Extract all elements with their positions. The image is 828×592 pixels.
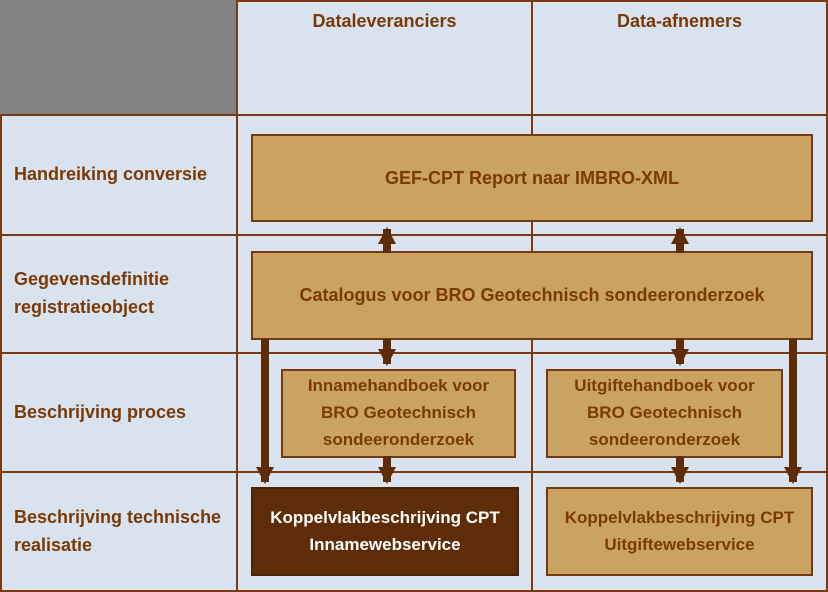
grid-hline-row1: [0, 234, 828, 236]
box-innamehandboek: Innamehandboek voor BRO Geotechnisch son…: [281, 369, 516, 458]
grid-border-right: [826, 0, 828, 592]
grid-hline-header: [0, 114, 828, 116]
column-header-data-afnemers: Data-afnemers: [616, 11, 743, 31]
grid-hline-row3: [0, 471, 828, 473]
box-koppelvlak-innamewebservice: Koppelvlakbeschrijving CPT Innamewebserv…: [251, 487, 519, 576]
row-label-handreiking-conversie: Handreiking conversie: [0, 116, 226, 234]
row-label-text: Gegevensdefinitie registratieobject: [14, 269, 170, 317]
box-uitgiftehandboek: Uitgiftehandboek voor BRO Geotechnisch s…: [546, 369, 783, 458]
box-gef-cpt-report: GEF-CPT Report naar IMBRO-XML: [251, 134, 813, 222]
grid-border-top: [236, 0, 828, 2]
box-catalogus: Catalogus voor BRO Geotechnisch sondeero…: [251, 251, 813, 340]
column-header-dataleveranciers: Dataleveranciers: [312, 11, 457, 31]
row-label-text: Beschrijving proces: [14, 401, 187, 422]
grid-border-bottom: [0, 590, 828, 592]
grid-vline-labels-col: [236, 0, 238, 592]
row-label-gegevensdefinitie-registratieobject: Gegevensdefinitie registratieobject: [0, 236, 226, 352]
corner-cell: [0, 0, 236, 114]
row-label-text: Handreiking conversie: [14, 164, 208, 185]
row-label-beschrijving-technische-realisatie: Beschrijving technische realisatie: [0, 473, 226, 590]
box-koppelvlak-uitgiftewebservice: Koppelvlakbeschrijving CPT Uitgiftewebse…: [546, 487, 813, 576]
row-label-text: Beschrijving technische realisatie: [14, 506, 222, 555]
row-label-beschrijving-proces: Beschrijving proces: [0, 354, 226, 471]
grid-hline-row2: [0, 352, 828, 354]
grid-border-left: [0, 116, 2, 592]
